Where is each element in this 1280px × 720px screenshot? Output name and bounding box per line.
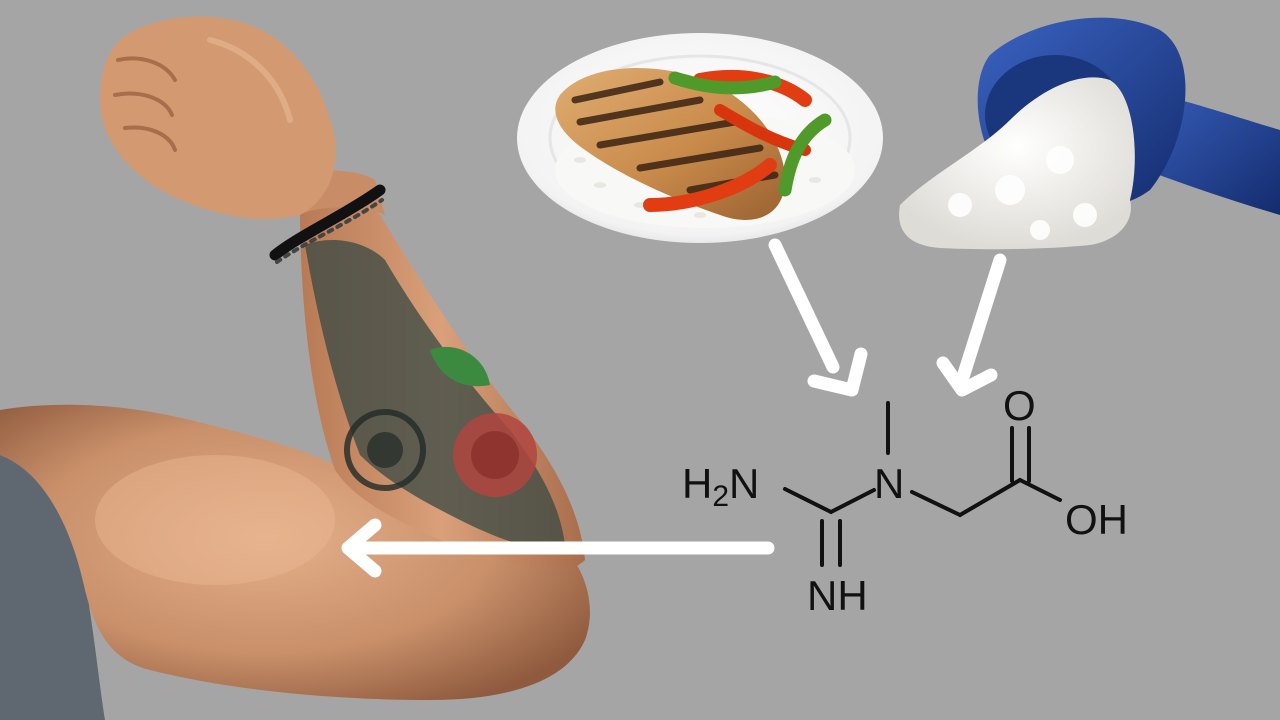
creatine-molecule: H2N N NH O OH [682, 382, 1128, 619]
fist [100, 16, 336, 219]
bicep-highlight [95, 455, 335, 585]
tattoo-mandala [344, 409, 426, 491]
bicep [0, 404, 590, 700]
carbonyl-oxygen-label: O [1003, 382, 1036, 429]
creatine-scoop-icon [899, 17, 1280, 250]
chicken-rice-plate-icon [517, 33, 883, 243]
molecule-bonds [783, 401, 1062, 567]
hydroxyl-label: OH [1065, 496, 1128, 543]
amine-group-label: H2N [682, 460, 759, 513]
green-pepper [668, 71, 782, 95]
tattoo-leaf [430, 346, 490, 387]
arrow-scoop-to-molecule [936, 253, 1007, 397]
flexed-arm-icon [0, 16, 590, 720]
central-nitrogen-label: N [874, 460, 904, 507]
arrow-molecule-to-arm [341, 518, 775, 578]
imine-label: NH [807, 572, 868, 619]
arrow-plate-to-molecule [768, 238, 868, 397]
shirt-sleeve [0, 455, 105, 720]
red-pepper [643, 158, 777, 212]
bracelet [269, 184, 386, 261]
